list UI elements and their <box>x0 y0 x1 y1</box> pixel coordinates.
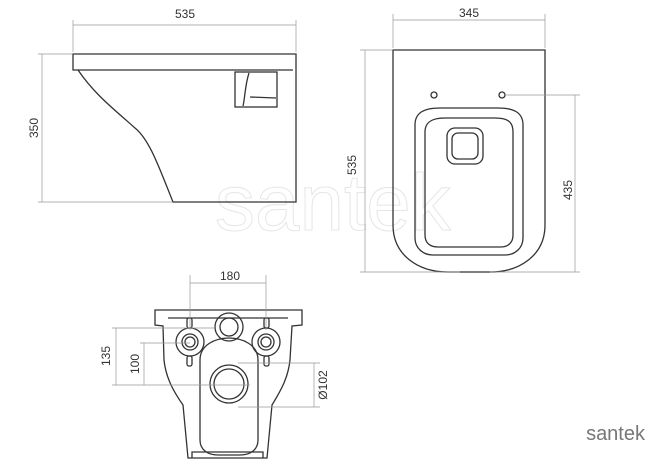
side-view: 535 350 <box>27 7 297 203</box>
dim-top-width: 345 <box>459 6 479 20</box>
top-view: 345 535 435 <box>345 6 580 273</box>
dim-side-width: 535 <box>175 7 195 21</box>
dim-fixing-distance: 435 <box>561 180 575 200</box>
rear-view: 180 135 100 Ø102 <box>99 269 330 459</box>
dim-top-length: 535 <box>345 155 359 175</box>
dim-side-height: 350 <box>27 118 41 138</box>
brand-logo: santek <box>586 423 646 445</box>
dim-fixing-spacing: 180 <box>220 269 240 283</box>
dim-outlet-diameter: Ø102 <box>316 370 330 400</box>
dim-height-135: 135 <box>99 346 113 366</box>
dim-height-100: 100 <box>128 354 142 374</box>
